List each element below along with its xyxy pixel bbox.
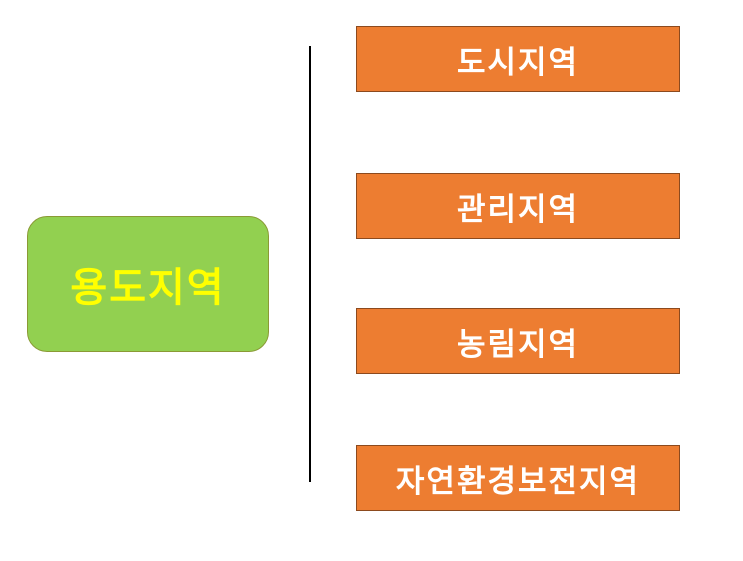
child-node-label: 도시지역	[456, 44, 580, 81]
child-node-nongrim-jiyeok: 농림지역	[356, 308, 680, 374]
root-node-label: 용도지역	[70, 265, 226, 311]
child-node-gwanri-jiyeok: 관리지역	[356, 173, 680, 239]
child-node-label: 관리지역	[456, 191, 580, 228]
child-node-label: 농림지역	[456, 326, 580, 363]
bracket-divider-line	[309, 46, 311, 482]
root-node-yongdo-jiyeok: 용도지역	[27, 216, 269, 352]
child-node-label: 자연환경보전지역	[395, 463, 641, 500]
child-node-jayeon-hwangyeong-bojeon-jiyeok: 자연환경보전지역	[356, 445, 680, 511]
child-node-dosi-jiyeok: 도시지역	[356, 26, 680, 92]
